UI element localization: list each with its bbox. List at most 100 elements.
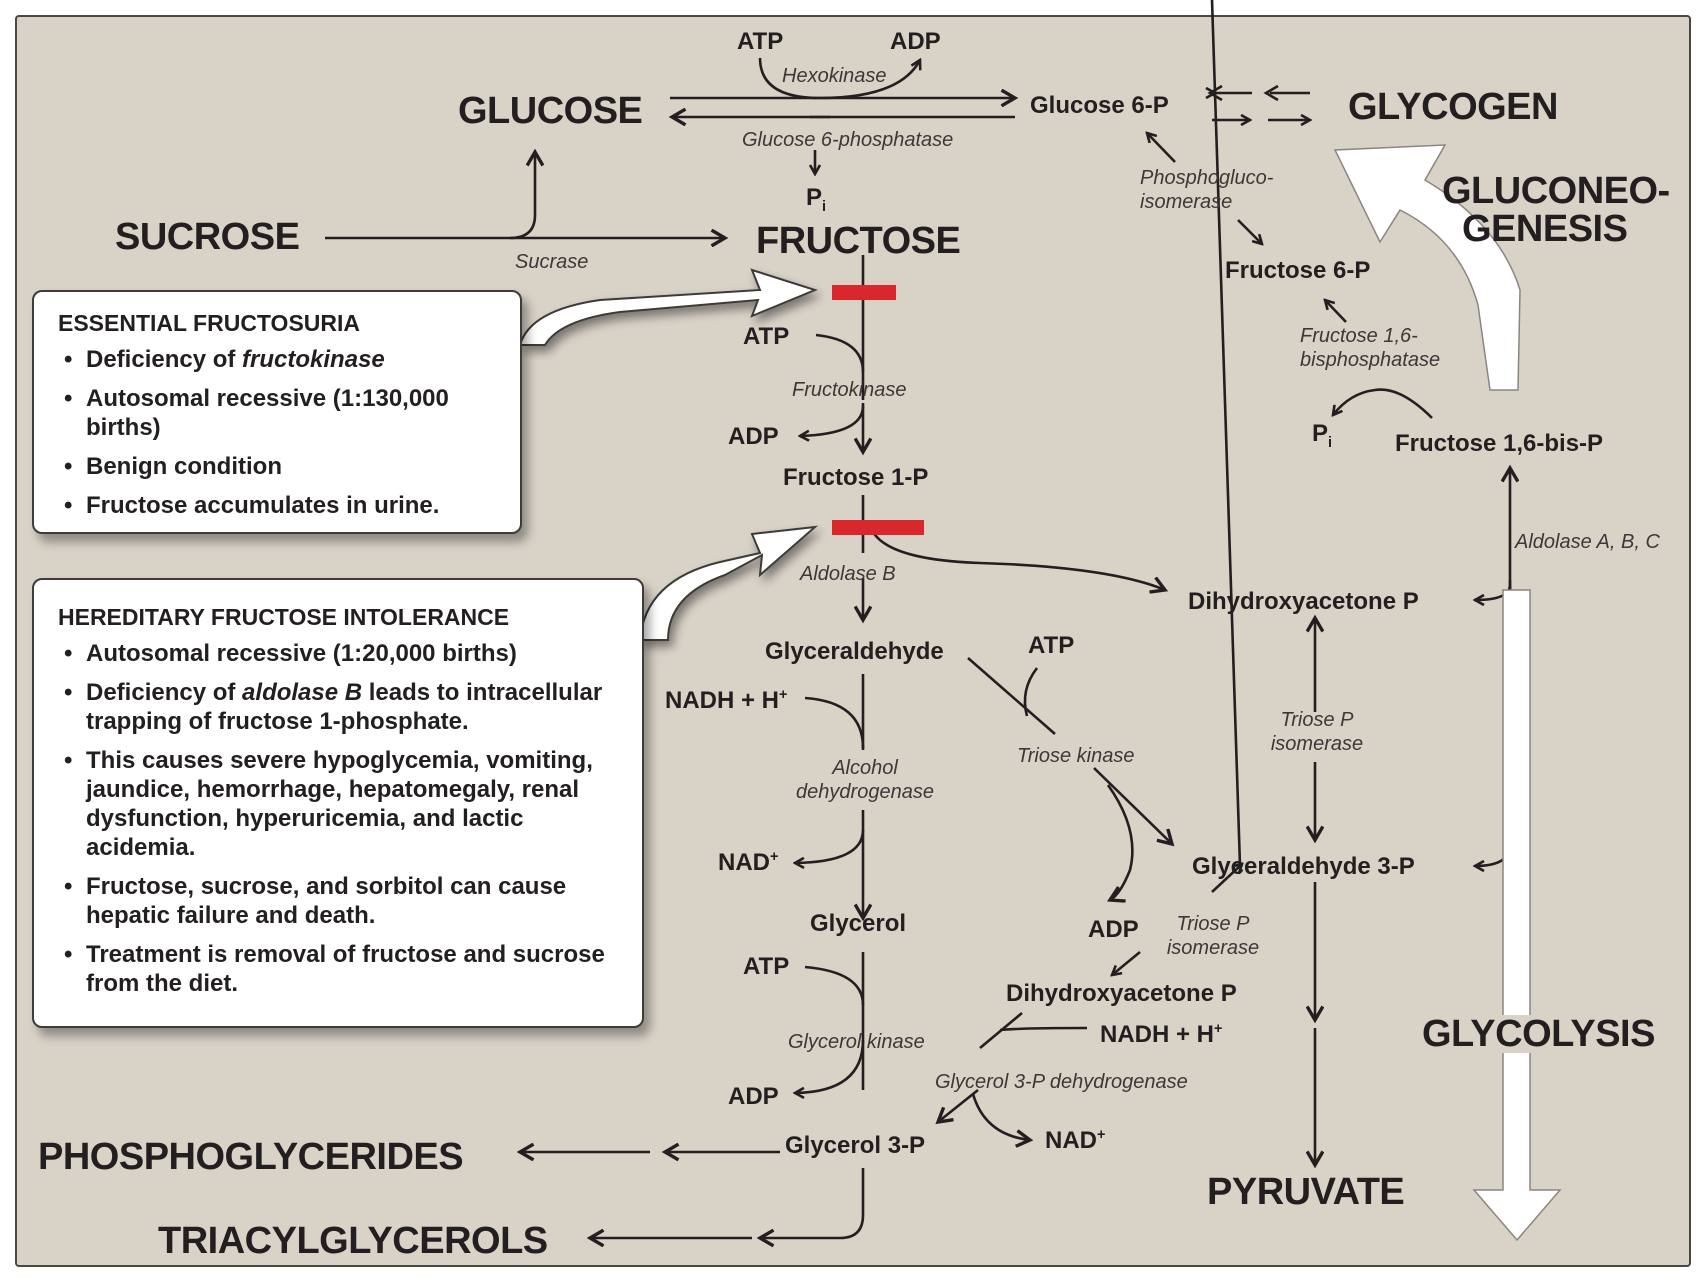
callout-bullet: Deficiency of fructokinase [58,345,504,374]
metabolite-dihydroxyacetone-p-bottom: Dihydroxyacetone P [1006,980,1237,1007]
hfi-pointer [638,525,819,641]
bullet-text: Fructose accumulates in urine. [86,492,440,519]
bullet-text: Treatment is removal of fructose and suc… [86,941,605,997]
enzyme-fbpase: Fructose 1,6-bisphosphatase [1300,324,1440,372]
bullet-text: leads to intracellular trapping of fruct… [86,679,603,735]
enzyme-sucrase: Sucrase [515,251,589,273]
bullet-text: Autosomal recessive (1:130,000 births) [86,385,449,441]
pi-subscript: i [822,198,827,215]
cofactor-pi-fbpase: Pi [1312,422,1332,450]
arrow-sucrose-to-glucose [509,152,535,240]
enzyme-hexokinase: Hexokinase [782,65,887,87]
enzyme-line: Triose P [1176,913,1250,935]
enzyme-phosphoglucoisomerase: Phosphogluco-isomerase [1140,166,1273,214]
enzyme-line: Alcohol [832,757,898,779]
bullet-text: Fructose, sucrose, and sorbitol can caus… [86,873,567,929]
enzyme-glycerol-3p-dehydrogenase: Glycerol 3-P dehydrogenase [935,1071,1188,1093]
fructosuria-pointer [518,268,818,346]
bullet-text: Deficiency of [86,346,243,373]
enzyme-glucose-6-phosphatase: Glucose 6-phosphatase [742,129,954,151]
bullet-italic: fructokinase [242,346,385,373]
nad-label: NAD [1045,1127,1097,1154]
metabolite-fructose-6p: Fructose 6-P [1225,257,1371,284]
bullet-text: Deficiency of [86,679,243,706]
callout-bullet: Treatment is removal of fructose and suc… [58,940,628,998]
cofactor-atp-glycerol-kinase: ATP [743,953,790,980]
cofactor-pi-phosphatase: Pi [806,186,826,214]
callout-essential-fructosuria: ESSENTIAL FRUCTOSURIA Deficiency of fruc… [32,290,522,534]
cofactor-atp-fructokinase: ATP [743,323,790,350]
enzyme-triose-kinase: Triose kinase [1017,745,1135,767]
metabolite-phosphoglycerides: PHOSPHOGLYCERIDES [38,1136,464,1178]
metabolite-glyceraldehyde: Glyceraldehyde [765,638,944,665]
metabolite-fructose-1p: Fructose 1-P [783,464,929,491]
metabolite-glycerol: Glycerol [810,910,907,937]
block-bar-aldolase-b [832,520,924,535]
enzyme-line: dehydrogenase [796,781,934,803]
nad-label: NAD [718,849,770,876]
bullet-text: This causes severe hypoglycemia, vomitin… [86,747,593,861]
metabolite-fructose: FRUCTOSE [756,220,961,262]
metabolite-dihydroxyacetone-p-top: Dihydroxyacetone P [1188,588,1419,615]
metabolite-triacylglycerols: TRIACYLGLYCEROLS [158,1220,548,1262]
metabolite-fructose-1-6-bisp: Fructose 1,6-bis-P [1395,430,1604,457]
metabolite-pyruvate: PYRUVATE [1207,1171,1405,1213]
metabolite-glucose-6p: Glucose 6-P [1030,92,1169,119]
callout-bullet: Fructose, sucrose, and sorbitol can caus… [58,872,628,930]
cofactor-adp-glycerol-kinase: ADP [728,1083,779,1110]
callout-bullets: Deficiency of fructokinase Autosomal rec… [58,345,504,520]
bullet-italic: aldolase B [242,679,363,706]
enzyme-aldolase-abc: Aldolase A, B, C [1515,531,1660,553]
label-gluconeogenesis-2: GENESIS [1462,208,1628,250]
nad-superscript: + [770,849,779,865]
enzyme-aldolase-b: Aldolase B [800,563,896,585]
bullet-text: Autosomal recessive (1:20,000 births) [86,640,517,667]
metabolite-sucrose: SUCROSE [115,216,300,258]
enzyme-line: Triose P [1280,709,1354,731]
callout-bullet: Autosomal recessive (1:130,000 births) [58,384,504,442]
enzyme-fructokinase: Fructokinase [792,379,907,401]
callout-bullet: This causes severe hypoglycemia, vomitin… [58,746,628,862]
callout-bullet: Fructose accumulates in urine. [58,491,504,520]
callout-hereditary-fructose-intolerance: HEREDITARY FRUCTOSE INTOLERANCE Autosoma… [32,578,644,1028]
pi-subscript: i [1328,434,1333,451]
cofactor-nad-adh: NAD+ [718,850,778,875]
arrow-f1p-to-dhap [871,531,1165,590]
cofactor-adp-hexokinase: ADP [890,28,941,55]
nadh-superscript: + [1214,1021,1223,1037]
metabolite-glycogen: GLYCOGEN [1348,86,1558,128]
enzyme-line: Phosphogluco- [1140,167,1274,189]
enzyme-line: isomerase [1140,191,1233,213]
label-glycolysis: GLYCOLYSIS [1420,1013,1657,1055]
hexokinase-cofactor-curve [758,58,920,100]
cofactor-adp-triose-kinase: ADP [1088,916,1139,943]
metabolite-glycerol-3p: Glycerol 3-P [785,1132,926,1159]
callout-bullet: Deficiency of aldolase B leads to intrac… [58,678,628,736]
enzyme-line: Fructose 1,6- [1300,325,1418,347]
callout-title: HEREDITARY FRUCTOSE INTOLERANCE [58,604,510,630]
block-bar-fructokinase [832,285,896,300]
cofactor-adp-fructokinase: ADP [728,423,779,450]
nadh-superscript: + [779,687,788,703]
cofactor-nadh-adh: NADH + H+ [665,688,787,713]
enzyme-glycerol-kinase: Glycerol kinase [788,1031,925,1053]
callout-bullets: Autosomal recessive (1:20,000 births) De… [58,639,628,998]
pi-label: P [1312,420,1329,447]
nadh-label: NADH + H [665,687,780,714]
nad-superscript: + [1097,1127,1106,1143]
callout-bullet: Benign condition [58,452,504,481]
metabolite-glyceraldehyde-3p: Glyceraldehyde 3-P [1192,853,1415,880]
cofactor-atp-hexokinase: ATP [737,28,784,55]
glycolysis-arrow [1472,589,1562,1242]
metabolite-glucose: GLUCOSE [458,90,643,132]
enzyme-line: isomerase [1166,937,1260,959]
callout-title: ESSENTIAL FRUCTOSURIA [58,310,361,336]
enzyme-line: bisphosphatase [1300,349,1441,371]
enzyme-line: isomerase [1270,733,1364,755]
label-gluconeogenesis-1: GLUCONEO- [1442,170,1670,212]
pi-label: P [806,184,823,211]
